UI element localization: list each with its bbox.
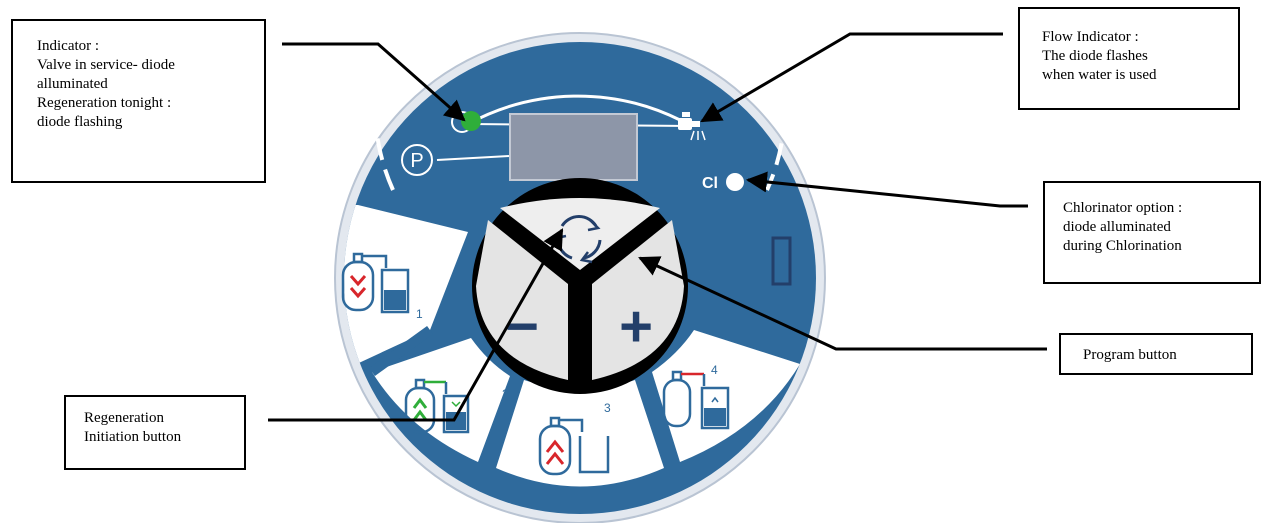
faucet-icon [678, 112, 706, 141]
program-button-callout: Program button [1059, 333, 1253, 375]
cycle-number-2: 2 [502, 387, 509, 401]
plus-label: + [619, 294, 653, 359]
program-line [436, 155, 511, 161]
callout-line: Program button [1083, 347, 1177, 363]
flow-leader [700, 32, 1003, 123]
display-window [509, 113, 638, 181]
callout-line: diode alluminated [1063, 219, 1171, 235]
chlorinator-leader [745, 171, 1028, 208]
chlorinator-led-icon [726, 173, 744, 191]
cl-label: Cl [702, 175, 718, 192]
cycle-panel-3[interactable] [496, 380, 664, 487]
service-led-icon [461, 111, 481, 131]
minus-label: − [505, 294, 539, 359]
indicator-callout: Indicator : Valve in service- diode allu… [11, 19, 266, 183]
cycle-1-icon [341, 252, 410, 314]
separator [369, 325, 433, 377]
callout-line: during Chlorination [1063, 238, 1182, 254]
callout-line: Flow Indicator : [1042, 29, 1139, 45]
status-line [467, 94, 681, 126]
callout-line: Valve in service- diode [37, 57, 175, 73]
callout-line: Initiation button [84, 429, 182, 445]
callout-line: when water is used [1042, 67, 1157, 83]
cycle-2-icon [404, 378, 470, 434]
cycle-number-3: 3 [604, 401, 611, 415]
cycle-3-icon [538, 416, 610, 476]
callout-line: diode flashing [37, 114, 123, 130]
p-button-label: P [410, 150, 423, 172]
cycle-panel-2[interactable] [372, 338, 510, 462]
cycle-number-4: 4 [711, 363, 718, 377]
cycle-panel-4[interactable] [652, 330, 800, 462]
program-leader [638, 256, 1047, 351]
p-button-circle[interactable] [401, 144, 433, 176]
callout-line: Chlorinator option : [1063, 200, 1183, 216]
flow-indicator-callout: Flow Indicator : The diode flashes when … [1018, 7, 1240, 110]
side-window [771, 236, 792, 286]
cycle-arc [373, 0, 787, 191]
callout-line: Regeneration tonight : [37, 95, 172, 111]
regeneration-leader [268, 228, 564, 422]
callout-line: Regeneration [84, 410, 164, 426]
callout-line: Indicator : [37, 38, 100, 54]
cycle-number-1: 1 [416, 307, 423, 321]
chlorinator-callout: Chlorinator option : diode alluminated d… [1043, 181, 1261, 284]
indicator-leader [282, 42, 466, 122]
callout-line: alluminated [37, 76, 108, 92]
callout-line: The diode flashes [1042, 48, 1148, 64]
regeneration-button-callout: Regeneration Initiation button [64, 395, 246, 470]
cycle-4-icon [662, 370, 730, 430]
regeneration-button[interactable] [500, 198, 660, 270]
